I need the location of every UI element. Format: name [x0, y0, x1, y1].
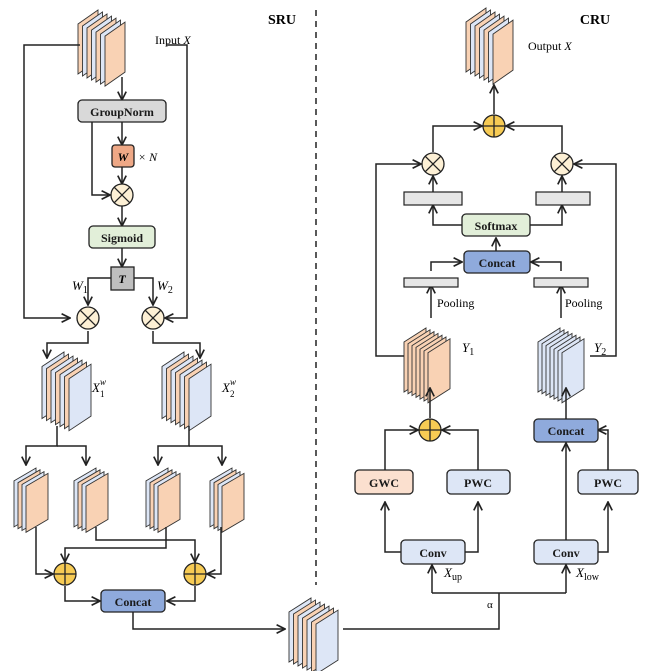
w2-label: W2	[157, 278, 173, 296]
svg-text:W: W	[118, 150, 130, 164]
split-stack-2	[73, 467, 109, 534]
cru-concat-top-box: Concat	[463, 250, 531, 274]
output-x-label: Output X	[528, 39, 572, 53]
svg-text:Sigmoid: Sigmoid	[101, 231, 143, 245]
add-op-output	[482, 114, 506, 138]
threshold-box: T	[110, 266, 135, 291]
w-times-n-label: × N	[138, 150, 158, 164]
weight-box: W	[111, 144, 135, 168]
pooled-bar-right	[533, 277, 589, 288]
weight-bar-right	[535, 191, 591, 206]
y1-feature-stack	[403, 327, 451, 404]
split-stack-3	[145, 467, 181, 534]
y1-label: Y1	[462, 340, 474, 358]
w1-label: W1	[72, 278, 88, 296]
input-x-label: Input X	[155, 33, 191, 47]
svg-text:Conv: Conv	[419, 546, 446, 560]
pwc-left-box: PWC	[446, 469, 511, 495]
sru-concat-box: Concat	[100, 589, 166, 613]
multiply-op-w1	[76, 306, 100, 330]
add-op-left	[53, 562, 77, 586]
pooled-bar-left	[403, 277, 459, 288]
svg-text:Concat: Concat	[548, 424, 585, 438]
svg-text:Softmax: Softmax	[475, 219, 518, 233]
softmax-box: Softmax	[461, 213, 531, 237]
multiply-op-cru-left	[421, 152, 445, 176]
add-op-right	[183, 562, 207, 586]
x2w-feature-stack	[161, 351, 212, 432]
weight-bar-left	[403, 191, 463, 206]
xup-label: Xup	[443, 565, 462, 583]
output-feature-stack	[465, 7, 514, 86]
x1w-feature-stack	[41, 351, 92, 432]
y2-label: Y2	[594, 340, 606, 358]
connectors	[24, 44, 617, 629]
svg-text:GWC: GWC	[369, 476, 399, 490]
merged-feature-stack	[288, 597, 339, 671]
cru-concat-bottom-box: Concat	[533, 418, 599, 443]
xlow-label: Xlow	[575, 565, 600, 583]
pooling-right-label: Pooling	[565, 296, 602, 310]
cru-title: CRU	[580, 13, 610, 28]
split-stack-4	[209, 467, 245, 534]
sru-title: SRU	[268, 13, 296, 28]
svg-text:Conv: Conv	[552, 546, 579, 560]
add-op-y1	[418, 418, 442, 442]
svg-text:Concat: Concat	[479, 256, 516, 270]
alpha-label: α	[487, 599, 493, 611]
y2-feature-stack	[537, 327, 585, 404]
gwc-box: GWC	[354, 469, 414, 495]
groupnorm-box: GroupNorm	[77, 99, 167, 123]
svg-text:PWC: PWC	[464, 476, 492, 490]
multiply-op-gate	[110, 183, 134, 207]
multiply-op-w2	[141, 306, 165, 330]
input-feature-stack	[77, 9, 126, 88]
multiply-op-cru-right	[550, 152, 574, 176]
sigmoid-box: Sigmoid	[88, 225, 156, 249]
svg-text:Concat: Concat	[115, 595, 152, 609]
svg-text:PWC: PWC	[594, 476, 622, 490]
conv-left-box: Conv	[400, 539, 466, 565]
split-stack-1	[13, 467, 49, 534]
svg-text:GroupNorm: GroupNorm	[90, 105, 154, 119]
conv-right-box: Conv	[533, 539, 599, 565]
pwc-right-box: PWC	[577, 469, 639, 495]
svg-text:T: T	[118, 272, 126, 286]
pooling-left-label: Pooling	[437, 296, 474, 310]
